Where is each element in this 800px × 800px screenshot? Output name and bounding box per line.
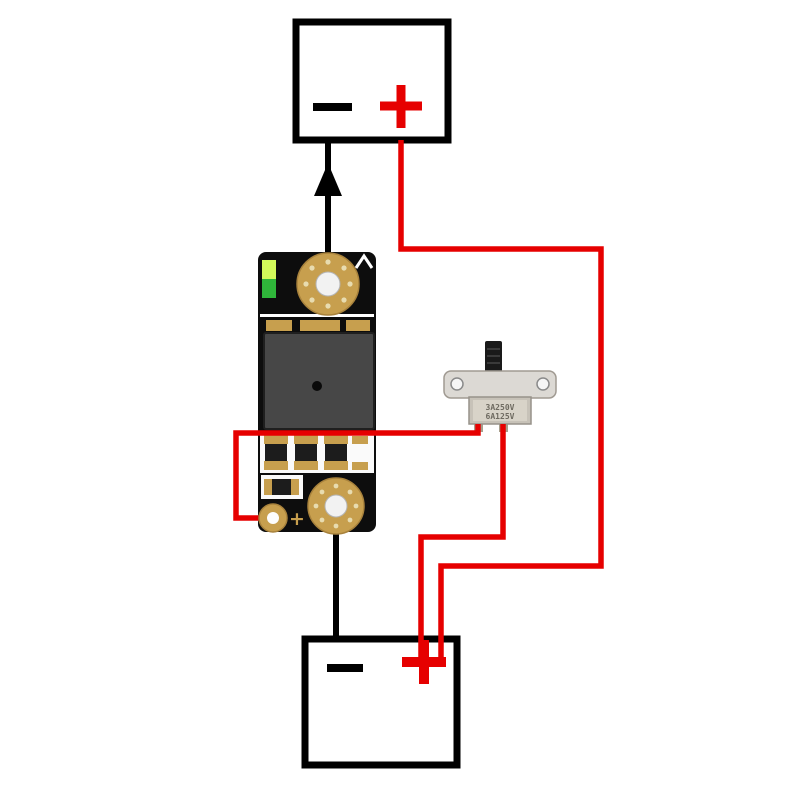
smd3-pad-top bbox=[324, 435, 348, 444]
switch-knob-ridge-1 bbox=[487, 348, 500, 350]
switch-mount-hole-left bbox=[450, 377, 464, 391]
smd3-body bbox=[325, 444, 347, 461]
positive-wires bbox=[233, 140, 604, 658]
smd-component-1 bbox=[264, 435, 288, 470]
pcb-bottom-pad-hole bbox=[324, 494, 348, 518]
positive-wire-switch-to-pcb bbox=[233, 424, 481, 521]
top-box-positive-symbol bbox=[380, 85, 422, 128]
chip-dot bbox=[312, 381, 322, 391]
smd1-body bbox=[265, 444, 287, 461]
led-indicator bbox=[262, 279, 276, 298]
smd-component-3 bbox=[324, 435, 348, 470]
smd4-body bbox=[272, 479, 291, 495]
top-box-negative-symbol bbox=[313, 103, 352, 111]
silkscreen-arrow-icon bbox=[354, 253, 374, 269]
switch-knob bbox=[485, 341, 502, 374]
silkscreen-line bbox=[260, 314, 374, 317]
bottom-box-negative-symbol bbox=[327, 664, 363, 672]
top-box-outline bbox=[292, 18, 452, 144]
bare-pad-bottom bbox=[352, 462, 368, 470]
smd2-pad-bottom bbox=[294, 461, 318, 470]
smd2-body bbox=[295, 444, 317, 461]
smd3-pad-bottom bbox=[324, 461, 348, 470]
positive-wire-switch-to-battery bbox=[418, 424, 506, 658]
switch-knob-ridge-2 bbox=[487, 355, 500, 357]
slide-switch: 3A250V 6A125V bbox=[443, 341, 557, 432]
pcb-top-pad-hole bbox=[315, 271, 341, 297]
led-indicator-glow bbox=[262, 260, 276, 279]
main-chip bbox=[263, 332, 375, 430]
smd4-pad-right bbox=[291, 479, 299, 495]
switch-rating-line1: 3A250V bbox=[486, 403, 515, 412]
pcb-pads: + bbox=[258, 252, 365, 535]
top-terminal-box bbox=[292, 18, 452, 144]
solder-pad-strip-2 bbox=[300, 320, 340, 331]
pcb-bottom-pad-holes bbox=[313, 483, 359, 529]
pcb-module bbox=[258, 252, 376, 532]
solder-pad-strip-1 bbox=[266, 320, 292, 331]
smd4-pad-left bbox=[264, 479, 272, 495]
pcb-plus-silkscreen: + bbox=[289, 508, 305, 530]
pcb-top-pad-holes bbox=[303, 259, 353, 309]
smd1-pad-bottom bbox=[264, 461, 288, 470]
smd2-pad-top bbox=[294, 435, 318, 444]
bottom-box-positive-symbol bbox=[402, 640, 446, 684]
switch-label-plate bbox=[473, 400, 527, 421]
current-direction-arrow-icon bbox=[314, 163, 342, 196]
switch-mount-hole-right bbox=[536, 377, 550, 391]
switch-rating-line2: 6A125V bbox=[486, 412, 515, 421]
positive-wire-topbox-to-battery bbox=[398, 140, 604, 658]
smd-component-2 bbox=[294, 435, 318, 470]
switch-knob-ridge-3 bbox=[487, 362, 500, 364]
bare-pad-top bbox=[352, 436, 368, 444]
pcb-input-plus-pad-hole bbox=[267, 512, 279, 524]
smd1-pad-top bbox=[264, 435, 288, 444]
solder-pad-strip-3 bbox=[346, 320, 370, 331]
smd-component-4 bbox=[264, 479, 299, 495]
